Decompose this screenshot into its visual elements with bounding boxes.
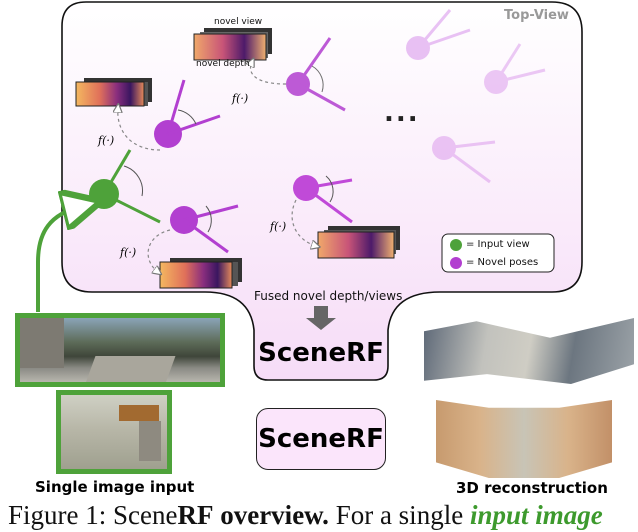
func-label-4: f(·) <box>270 220 287 233</box>
func-label-1: f(·) <box>98 134 115 147</box>
legend-green-icon <box>450 239 462 251</box>
novel-camera-bottom <box>170 204 239 254</box>
top-view-label: Top-View <box>504 8 569 23</box>
legend-novel-poses: = Novel poses <box>466 257 539 268</box>
input-arrow <box>36 206 82 312</box>
faded-camera-2 <box>484 43 546 94</box>
novel-view-label: novel view <box>214 17 263 27</box>
ellipsis: ... <box>384 98 420 128</box>
legend-purple-icon <box>450 257 462 269</box>
street-building <box>20 318 64 368</box>
depth-stack-center <box>317 226 400 259</box>
scenerf-box-2: SceneRF <box>256 408 386 470</box>
fused-down-arrow <box>306 306 336 330</box>
depth-stack-top-left <box>75 78 152 107</box>
fused-label: Fused novel depth/views <box>254 289 403 303</box>
indoor-table <box>119 405 159 421</box>
scenerf-box-1: SceneRF <box>258 338 384 368</box>
figure-caption: Figure 1: SceneRF overview. For a single… <box>8 500 603 531</box>
faded-camera-3 <box>432 136 496 184</box>
novel-camera-center <box>293 175 353 224</box>
caption-bold: RF <box>177 500 214 530</box>
caption-mid: For a single <box>328 500 470 530</box>
func-arrow-3 <box>147 229 171 272</box>
street-road <box>84 356 176 382</box>
caption-green: input image <box>469 500 603 530</box>
reconstruction-label: 3D reconstruction <box>456 479 608 497</box>
novel-camera-top <box>286 37 346 112</box>
indoor-shelf <box>139 421 161 461</box>
func-arrow-2 <box>251 62 287 85</box>
func-arrow-1 <box>118 108 161 151</box>
func-label-2: f(·) <box>232 92 249 105</box>
indoor-reconstruction <box>436 400 612 478</box>
caption-prefix: Figure 1: Scene <box>8 500 178 530</box>
indoor-input-photo <box>56 390 172 474</box>
street-input-photo <box>15 313 225 387</box>
caption-bold2: overview. <box>220 500 329 530</box>
single-image-label: Single image input <box>35 478 195 496</box>
novel-camera-left <box>154 79 221 148</box>
func-label-3: f(·) <box>120 246 137 259</box>
novel-depth-label: novel depth <box>196 59 250 69</box>
legend-box <box>441 233 555 273</box>
faded-camera-1 <box>406 9 471 60</box>
depth-stack-bottom-left <box>159 258 242 289</box>
legend-input-view: = Input view <box>466 239 530 250</box>
depth-stack-top-center <box>193 28 272 61</box>
